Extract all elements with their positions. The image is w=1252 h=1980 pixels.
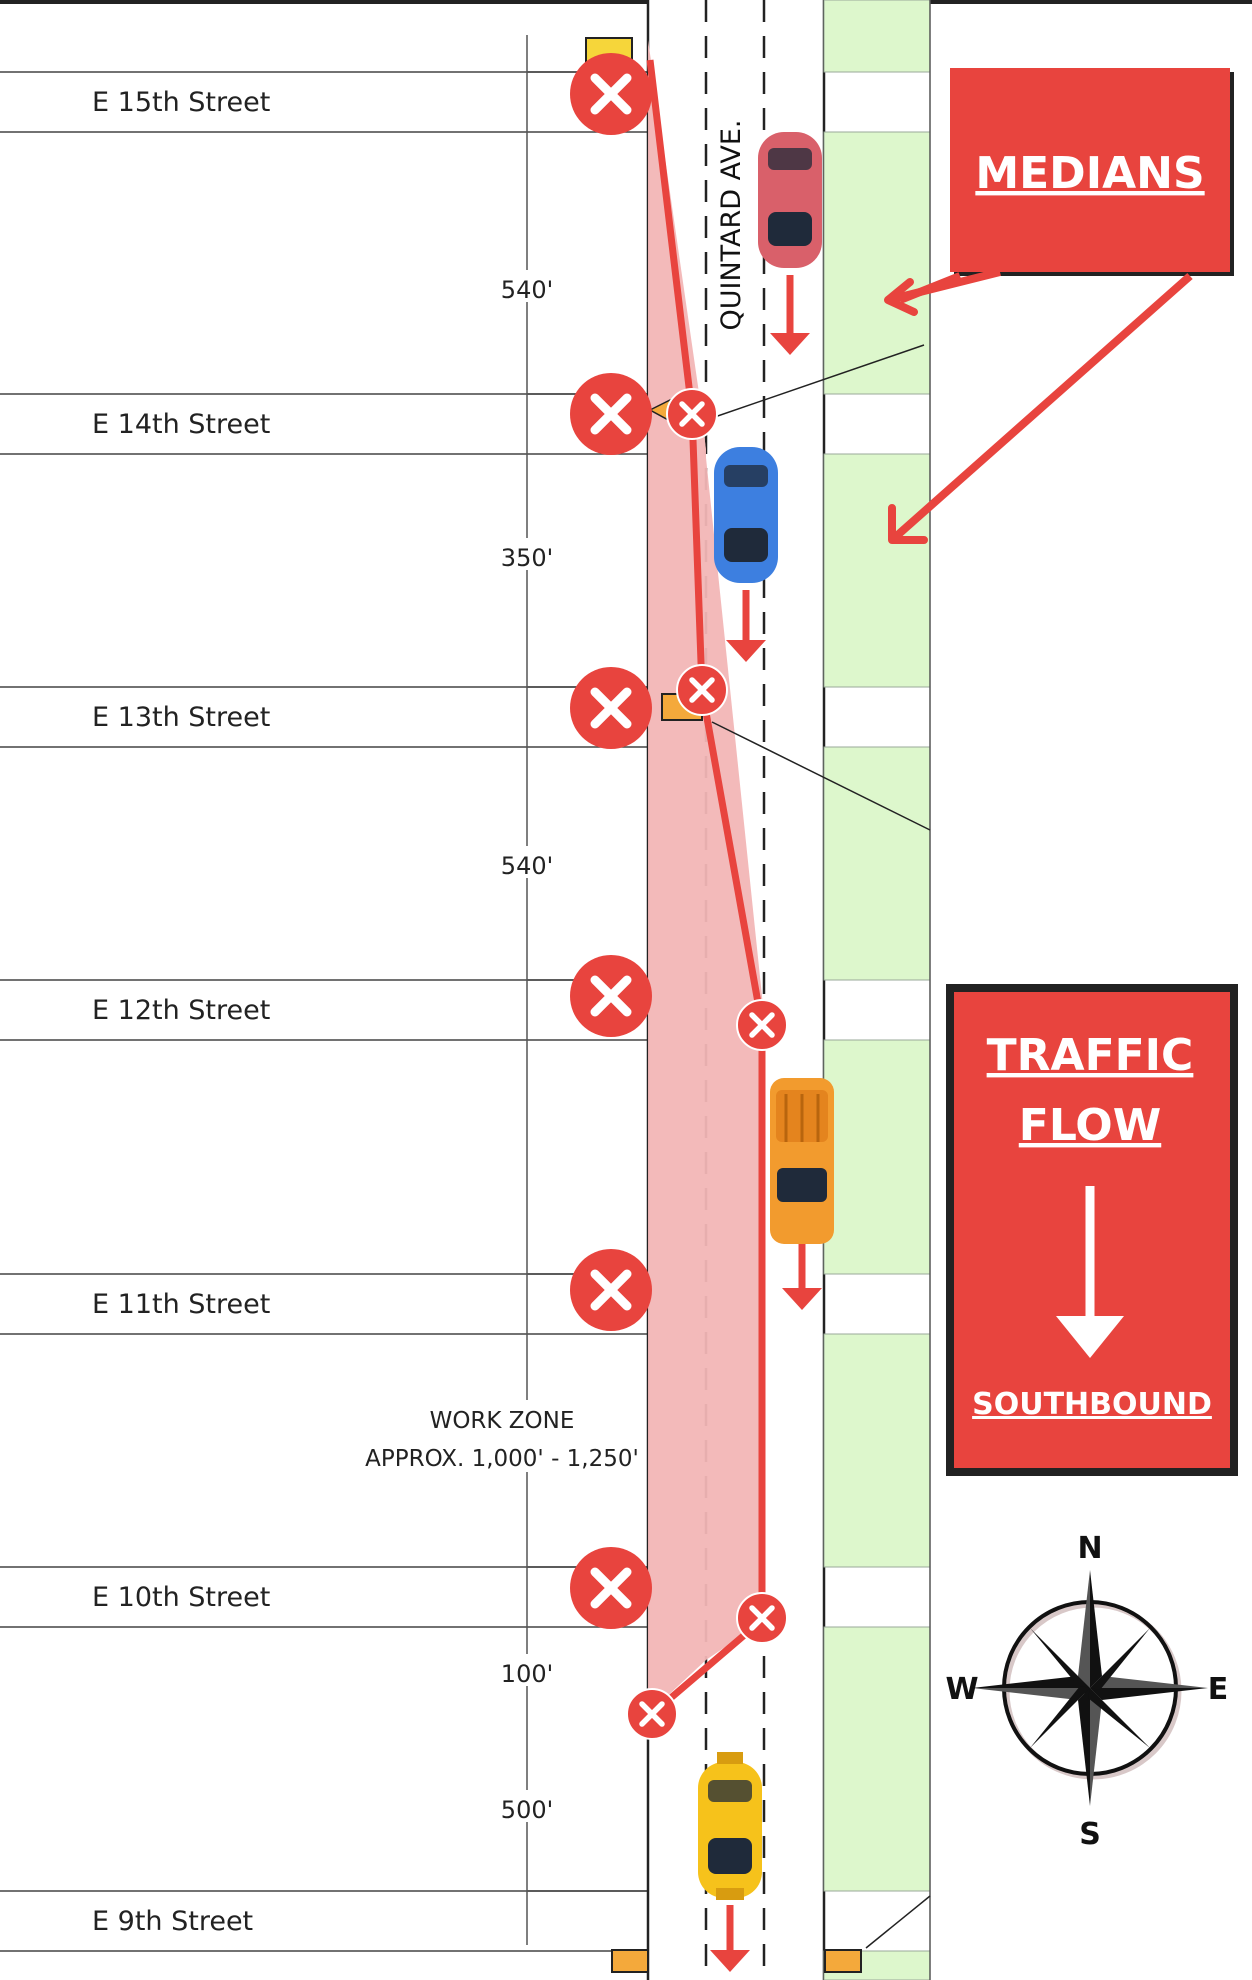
medians-callout: MEDIANS [884,68,1234,544]
median-segment [823,1039,931,1275]
top-edge [0,0,1252,4]
traffic-flow-line1: TRAFFIC [987,1030,1194,1081]
street-label-9th: E 9th Street [92,1906,253,1937]
lane-closure-marker [737,1593,787,1643]
street-labels: E 15th Street E 14th Street E 13th Stree… [92,87,270,1937]
median-segment [823,1626,931,1892]
compass-east: E [1208,1672,1229,1707]
distance-to-9th: 500' [501,1796,553,1824]
distance-13th-12th: 540' [501,852,553,880]
vehicle-orange-suv [770,1078,834,1310]
traffic-flow-callout: TRAFFIC FLOW SOUTHBOUND [946,984,1238,1476]
median-segment [823,0,931,73]
work-zone-taper [700,400,765,1660]
work-zone-title: WORK ZONE [430,1408,575,1434]
median-segment [823,453,931,688]
closed-intersection-11th [570,1249,652,1331]
street-label-10th: E 10th Street [92,1582,270,1613]
distance-14th-13th: 350' [501,544,553,572]
street-label-14th: E 14th Street [92,409,270,440]
vehicle-red-car [758,132,822,355]
road-name: QUINTARD AVE. [716,119,747,330]
compass-north: N [1077,1531,1102,1566]
distance-taper: 100' [501,1660,553,1688]
distance-labels: 540' 350' 540' 100' 500' [494,270,560,1824]
vehicle-yellow-taxi [698,1752,762,1972]
closed-intersection-10th [570,1547,652,1629]
medians-title: MEDIANS [975,148,1204,199]
distance-15th-14th: 540' [501,276,553,304]
work-zone-label-bg [356,1400,644,1472]
median-segment [823,746,931,981]
compass-south: S [1079,1817,1101,1852]
traffic-flow-line2: FLOW [1019,1100,1161,1151]
intersection-closures [570,53,652,1629]
street-lines [0,71,648,1952]
lane-closure-marker [627,1689,677,1739]
closed-intersection-12th [570,955,652,1037]
southbound-arrowhead-icon [1056,1316,1124,1358]
work-zone-length: APPROX. 1,000' - 1,250' [365,1446,639,1472]
median-segment [823,131,931,395]
sign-leader-line [711,721,931,831]
lane-closure-marker [667,389,717,439]
closed-intersection-14th [570,373,652,455]
street-label-12th: E 12th Street [92,995,270,1026]
street-label-11th: E 11th Street [92,1289,270,1320]
sign-south-west [611,1949,649,1973]
compass-rose-icon: N S E W [945,1531,1228,1852]
median-segment [823,1333,931,1568]
vehicle-blue-car [714,447,778,662]
closed-intersection-13th [570,667,652,749]
closed-intersection-15th [570,53,652,135]
compass-west: W [945,1672,978,1707]
lane-closure-marker [677,665,727,715]
lane-closure-marker [737,1000,787,1050]
median-leader-line [705,344,925,421]
traffic-direction: SOUTHBOUND [972,1387,1212,1422]
street-label-13th: E 13th Street [92,702,270,733]
sign-leader-line-south [865,1895,931,1949]
medians [823,0,931,1980]
sign-south-east [824,1949,862,1973]
street-label-15th: E 15th Street [92,87,270,118]
